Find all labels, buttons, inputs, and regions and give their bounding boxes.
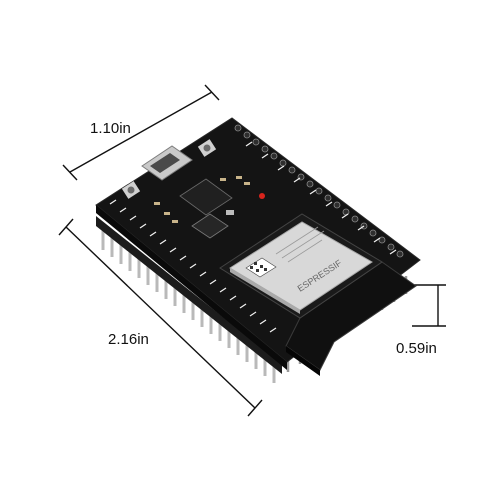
- length-dimension: [58, 218, 263, 417]
- header-strip-left: [96, 216, 282, 374]
- shield-engraving: [275, 226, 325, 263]
- length-label: 2.16in: [108, 331, 149, 348]
- header-holes-top: [234, 124, 404, 258]
- pcb-edge: [96, 205, 287, 370]
- height-label: 0.59in: [396, 340, 437, 357]
- boot-button: [121, 181, 141, 199]
- width-dimension: [62, 84, 220, 181]
- width-label: 1.10in: [90, 120, 131, 137]
- esp32-module: ESPRESSIF: [219, 213, 417, 376]
- qr-code: [245, 257, 277, 278]
- height-dimension: [412, 284, 446, 327]
- power-led: [259, 193, 265, 199]
- micro-usb-connector: [141, 145, 193, 181]
- silkscreen-marks: [109, 141, 397, 333]
- pcb-board: [95, 117, 421, 363]
- voltage-regulator: [191, 210, 234, 239]
- usb-uart-chip: [179, 178, 233, 216]
- smd-components: [154, 176, 250, 223]
- reset-button: [197, 139, 217, 157]
